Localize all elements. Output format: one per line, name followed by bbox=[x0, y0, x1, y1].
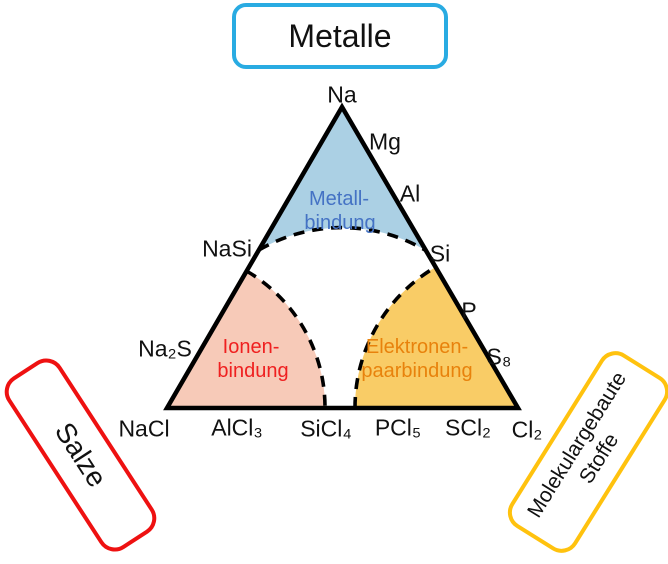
region-label-ionenbindung-line1: Ionen- bbox=[222, 336, 280, 358]
label-nasi: NaSi bbox=[202, 235, 252, 262]
label-s8: S₈ bbox=[486, 343, 512, 370]
region-ionenbindung bbox=[167, 271, 326, 408]
label-cl2: Cl₂ bbox=[511, 416, 543, 443]
label-pcl5: PCl₅ bbox=[374, 414, 422, 441]
label-scl2: SCl₂ bbox=[445, 414, 491, 441]
region-label-metallbindung-line1: Metall- bbox=[308, 188, 370, 210]
dashed-boundary-metallbindung bbox=[258, 225, 426, 252]
label-alcl3: AlCl₃ bbox=[211, 414, 263, 441]
dashed-boundary-elektronenpaarbindung bbox=[353, 265, 437, 409]
triangle-outline bbox=[163, 102, 522, 411]
label-al: Al bbox=[399, 180, 421, 207]
label-p: P bbox=[461, 297, 477, 324]
region-metallbindung bbox=[259, 107, 425, 250]
region-label-elektronenpaarbindung-line2: paarbindung bbox=[361, 360, 473, 382]
metalle-title-box: Metalle bbox=[232, 3, 448, 69]
label-na2s: Na₂S bbox=[138, 335, 192, 362]
metalle-title-label: Metalle bbox=[288, 17, 392, 54]
label-si: Si bbox=[429, 240, 451, 267]
dashed-boundary-ionenbindung bbox=[245, 269, 327, 409]
region-label-ionenbindung-line2: bindung bbox=[217, 360, 289, 382]
label-nacl: NaCl bbox=[118, 415, 170, 442]
label-na: Na bbox=[327, 81, 357, 108]
region-label-metallbindung-line2: bindung bbox=[304, 212, 376, 234]
label-mg: Mg bbox=[369, 128, 401, 155]
label-sicl4: SiCl₄ bbox=[300, 415, 352, 442]
region-label-elektronenpaarbindung-line1: Elektronen- bbox=[365, 336, 469, 358]
